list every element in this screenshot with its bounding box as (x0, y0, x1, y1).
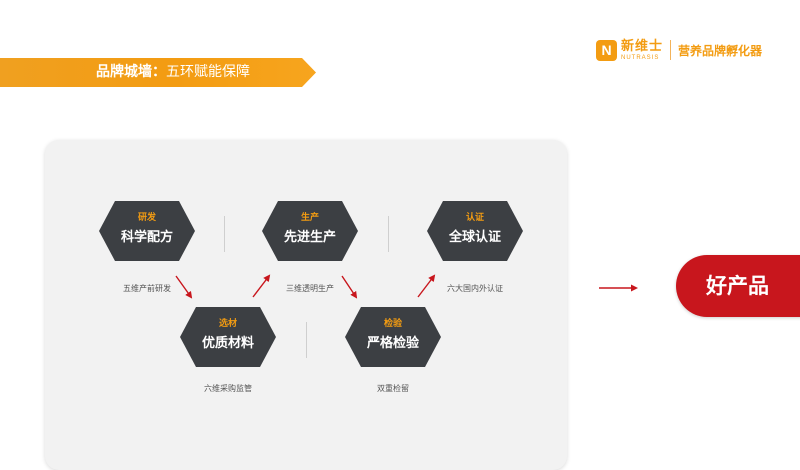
step-hexagon-materials: 选材 优质材料 (180, 307, 276, 367)
step-title: 科学配方 (120, 230, 173, 245)
brand-logo: N 新维士 NUTRASIS 营养品牌孵化器 (596, 37, 762, 63)
step-tag: 生产 (300, 213, 319, 223)
step-caption: 双重检留 (377, 384, 409, 393)
brand-name-en: NUTRASIS (621, 54, 660, 61)
step-caption: 五维产前研发 (123, 284, 171, 293)
page-title-bold: 品牌城墙： (96, 64, 166, 80)
page-title-rest: 五环赋能保障 (166, 64, 250, 80)
step-title: 优质材料 (201, 336, 254, 351)
step-hexagon-research: 研发 科学配方 (99, 201, 195, 261)
divider-line (224, 216, 225, 252)
step-tag: 检验 (383, 319, 402, 329)
step-tag: 选材 (218, 319, 237, 329)
step-hexagon-production: 生产 先进生产 (262, 201, 358, 261)
brand-name-cn: 新维士 (621, 38, 664, 54)
process-card (45, 140, 567, 470)
step-hexagon-inspection: 检验 严格检验 (345, 307, 441, 367)
logo-wordmark: 新维士 NUTRASIS (621, 40, 663, 61)
step-hexagon-certification: 认证 全球认证 (427, 201, 523, 261)
divider-line (388, 216, 389, 252)
title-banner: 品牌城墙：五环赋能保障 (0, 58, 316, 87)
step-caption: 六大国内外认证 (447, 284, 503, 293)
logo-divider (670, 40, 672, 60)
result-badge: 好产品 (676, 255, 800, 317)
step-tag: 认证 (465, 213, 484, 223)
step-title: 全球认证 (448, 230, 501, 245)
logo-mark-icon: N (596, 39, 617, 61)
step-title: 先进生产 (283, 230, 336, 245)
brand-tagline: 营养品牌孵化器 (678, 43, 763, 58)
result-label: 好产品 (706, 274, 769, 298)
step-title: 严格检验 (366, 336, 419, 351)
divider-line (306, 322, 307, 358)
step-caption: 三维透明生产 (286, 284, 334, 293)
step-tag: 研发 (137, 213, 156, 223)
page-title: 品牌城墙：五环赋能保障 (96, 58, 250, 87)
step-caption: 六维采购监管 (204, 384, 252, 393)
